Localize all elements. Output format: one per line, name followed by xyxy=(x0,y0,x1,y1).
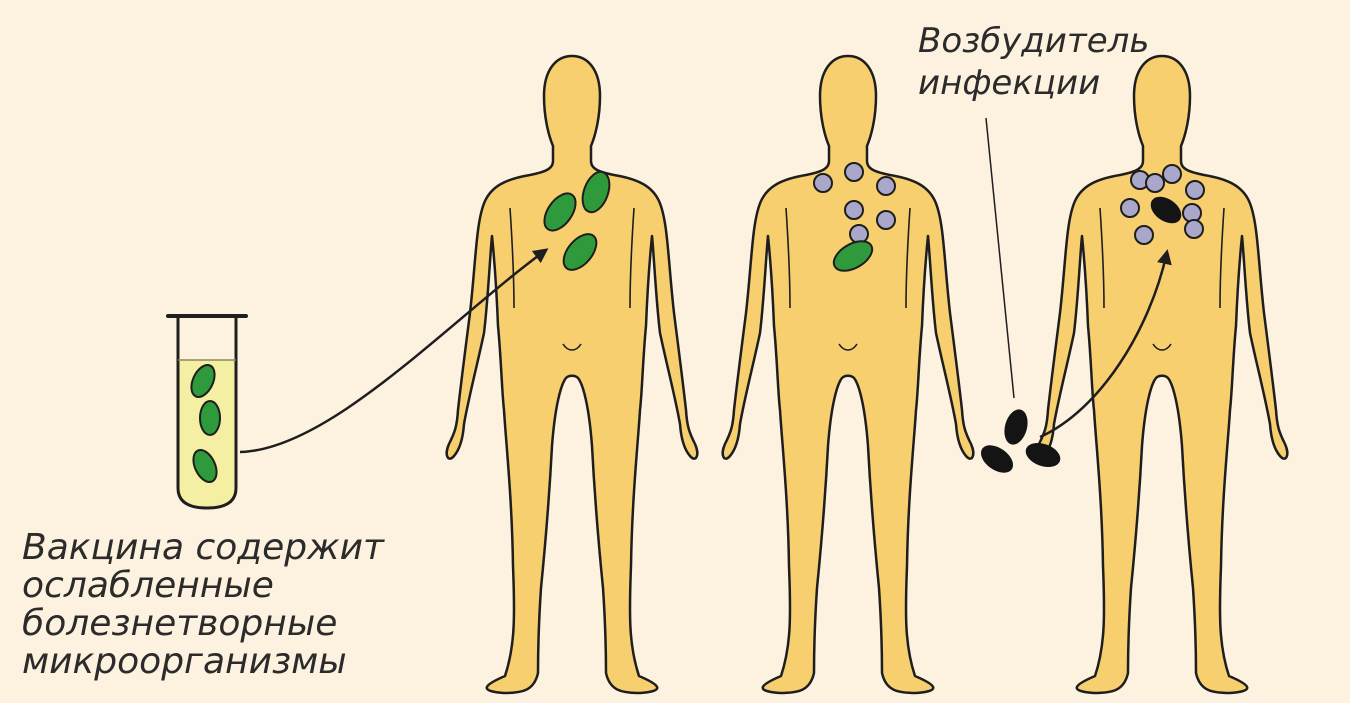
pathogen xyxy=(976,440,1018,479)
antibody xyxy=(1186,181,1204,199)
antibody xyxy=(814,174,832,192)
antibody xyxy=(877,177,895,195)
vaccine-caption-line: болезнетворные xyxy=(22,606,337,642)
antibody xyxy=(845,201,863,219)
antibody xyxy=(1135,226,1153,244)
antibody xyxy=(877,211,895,229)
antibody xyxy=(1185,220,1203,238)
antibody xyxy=(845,163,863,181)
antibody xyxy=(850,225,868,243)
antibody xyxy=(1146,174,1164,192)
person-vaccinated xyxy=(447,56,698,693)
person-immune xyxy=(723,56,974,693)
vaccine-caption-line: микроорганизмы xyxy=(22,644,347,680)
antibody xyxy=(1121,199,1139,217)
pathogen-pointer xyxy=(986,118,1014,398)
microbe xyxy=(200,401,220,435)
vaccine-caption-line: Вакцина содержит xyxy=(22,530,384,566)
pathogen-caption-line: Возбудитель xyxy=(918,24,1149,58)
antibody xyxy=(1163,165,1181,183)
pathogen-caption-line: инфекции xyxy=(918,66,1100,100)
person-infected-immune xyxy=(1037,56,1288,693)
pathogen xyxy=(1001,407,1032,447)
vaccine-caption-line: ослабленные xyxy=(22,568,274,604)
